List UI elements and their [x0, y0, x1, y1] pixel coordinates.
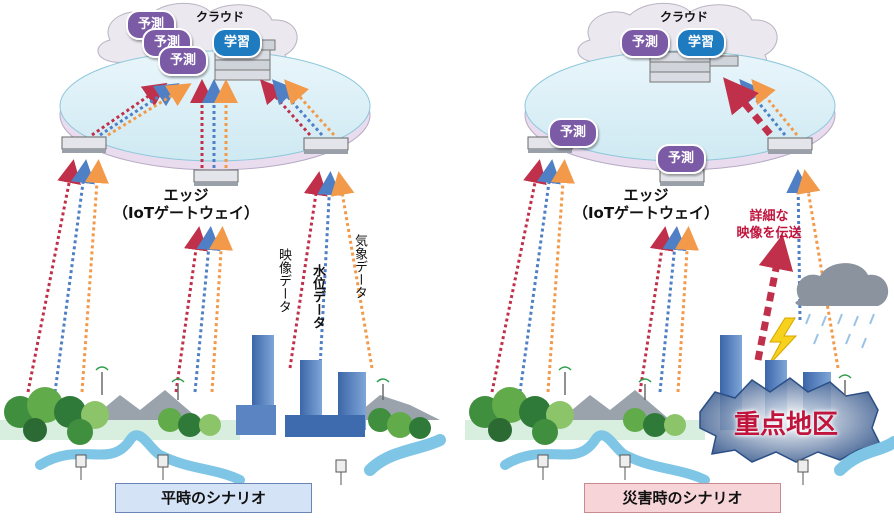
edge-label-line2: （IoTゲートウェイ）: [572, 204, 720, 222]
detail-video-arrow-upper: [723, 77, 773, 137]
detail-video-arrow-lower: [754, 234, 794, 361]
learn-bubble: 学習: [212, 28, 263, 58]
antenna-tower: [558, 366, 852, 400]
forest-cluster-2: [158, 408, 221, 437]
gateway-right: [767, 137, 813, 154]
gateway-left: [61, 136, 107, 153]
forest-cluster-2: [623, 408, 686, 437]
weather-data-label: 気象データ: [352, 234, 367, 299]
sensor-arrows-left: [26, 159, 374, 393]
detail-video-note-line2: 映像を伝送: [736, 226, 802, 241]
water-level-data-label: 水位データ: [310, 264, 325, 329]
cloud-label: クラウド: [660, 10, 709, 24]
predict-bubble: 予測: [548, 118, 599, 148]
edge-label-line1: エッジ: [163, 186, 209, 204]
forest-cluster-1: [469, 387, 574, 445]
edge-label: エッジ （IoTゲートウェイ）: [560, 186, 732, 222]
river-right: [834, 436, 894, 476]
landscape-right: [465, 335, 894, 485]
left-panel: [0, 2, 446, 485]
predict-bubble: 予測: [620, 28, 671, 58]
city-buildings: [236, 335, 366, 437]
forest-cluster-3: [368, 408, 431, 439]
lightning-icon: [767, 317, 798, 367]
sensor-arrows-right: [490, 159, 840, 393]
right-panel: [465, 2, 894, 485]
learn-bubble: 学習: [676, 28, 727, 58]
river: [500, 430, 710, 485]
cloud-label: クラウド: [196, 10, 245, 24]
predict-bubble: 予測: [158, 46, 209, 76]
video-data-label: 映像データ: [276, 248, 291, 313]
river-right: [364, 434, 446, 476]
landscape-left: [0, 335, 446, 485]
gateway-center: [193, 169, 239, 186]
edge-label: エッジ （IoTゲートウェイ）: [100, 186, 272, 222]
forest-cluster-1: [4, 387, 109, 445]
edge-label-line2: （IoTゲートウェイ）: [112, 204, 260, 222]
detail-video-note-line1: 詳細な: [749, 209, 789, 224]
normal-scenario-caption: 平時のシナリオ: [115, 483, 312, 513]
gateway-right: [303, 137, 349, 154]
upload-arrows-right: [739, 79, 799, 136]
rain-cloud-icon: [795, 263, 889, 349]
priority-zone-burst: [699, 377, 882, 463]
predict-bubble: 予測: [656, 144, 707, 174]
priority-zone-label: 重点地区: [734, 410, 839, 440]
edge-label-line1: エッジ: [623, 186, 669, 204]
water-gauge: [537, 454, 809, 485]
antenna-tower: [95, 366, 390, 400]
river: [35, 430, 245, 485]
water-gauge: [75, 454, 347, 485]
detail-video-note: 詳細な 映像を伝送: [728, 208, 810, 242]
disaster-scenario-caption: 災害時のシナリオ: [584, 483, 781, 513]
upload-arrows-left: [91, 79, 336, 168]
